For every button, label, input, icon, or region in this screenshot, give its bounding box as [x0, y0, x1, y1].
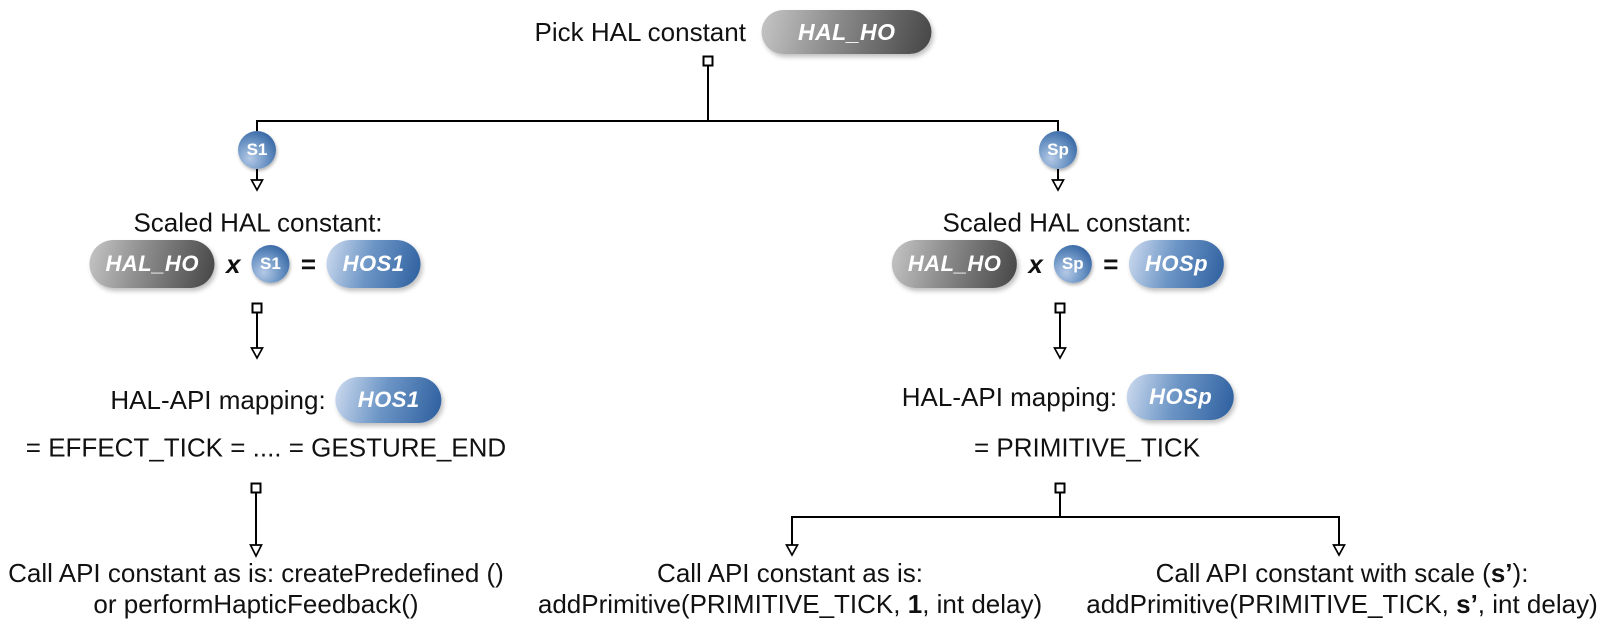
arrow-icon — [785, 544, 799, 557]
equals-operator: = — [300, 248, 316, 279]
mapping-label: HAL-API mapping: — [901, 381, 1118, 412]
left-scale-arrow — [250, 169, 264, 192]
call-line1: Call API constant as is: createPredefine… — [8, 558, 504, 588]
call-line2: or performHapticFeedback() — [93, 589, 419, 619]
scale-badge-sp: Sp — [1039, 131, 1077, 169]
right-scale-arrow — [1051, 169, 1065, 192]
right-equation-row: HAL_HO x Sp = HOSp — [891, 240, 1225, 288]
right-mapping-row: HAL-API mapping: HOSp — [901, 374, 1235, 420]
call-line2: addPrimitive(PRIMITIVE_TICK, 1, int dela… — [538, 589, 1042, 620]
scaled-constant-pill: HOS1 — [335, 377, 442, 423]
root-row: Pick HAL constant HAL_HO — [534, 10, 932, 54]
scale-badge-s1: S1 — [238, 131, 276, 169]
text-suffix: ): — [1512, 558, 1529, 588]
call-as-is-block: Call API constant as is: addPrimitive(PR… — [538, 558, 1042, 620]
left-mapping-equation: = EFFECT_TICK = .... = GESTURE_END — [25, 432, 507, 463]
text-emph: s’ — [1490, 558, 1513, 588]
hal-constant-pill: HAL_HO — [891, 240, 1018, 288]
arrow-icon — [1051, 179, 1065, 192]
call-with-scale-block: Call API constant with scale (s’): addPr… — [1086, 558, 1598, 620]
equals-operator: = — [1102, 248, 1118, 279]
call-line2: addPrimitive(PRIMITIVE_TICK, s’, int del… — [1086, 589, 1598, 620]
mapping-label: HAL-API mapping: — [110, 384, 326, 415]
right-scaled-title: Scaled HAL constant: — [942, 207, 1192, 238]
root-connector — [256, 55, 1059, 131]
times-operator: x — [1028, 248, 1043, 279]
right-call-branch-connector — [785, 482, 1346, 557]
arrow-icon — [250, 179, 264, 192]
left-equation-row: HAL_HO x S1 = HOS1 — [89, 240, 421, 288]
times-operator: x — [225, 248, 241, 279]
left-call-connector — [249, 482, 263, 558]
scale-badge-s1: S1 — [251, 245, 290, 283]
arrow-icon — [249, 544, 263, 558]
scaled-constant-pill: HOS1 — [326, 240, 421, 288]
call-predefined-block: Call API constant as is: createPredefine… — [8, 558, 504, 620]
call-line1: Call API constant as is: — [657, 558, 923, 588]
code-emph: s’ — [1456, 589, 1478, 619]
scaled-constant-pill: HOSp — [1127, 374, 1235, 420]
left-scaled-title: Scaled HAL constant: — [133, 207, 383, 238]
arrow-icon — [1053, 347, 1067, 360]
hal-constant-pill: HAL_HO — [89, 240, 215, 288]
root-label: Pick HAL constant — [534, 16, 746, 47]
left-mapping-row: HAL-API mapping: HOS1 — [110, 377, 442, 423]
code-emph: 1 — [907, 589, 923, 619]
code-suffix: , int delay) — [1477, 589, 1598, 619]
code-prefix: addPrimitive(PRIMITIVE_TICK, — [1086, 589, 1457, 619]
branch-line-bottom — [791, 516, 1340, 545]
code-prefix: addPrimitive(PRIMITIVE_TICK, — [537, 589, 908, 619]
code-suffix: , int delay) — [922, 589, 1043, 619]
hal-constant-pill: HAL_HO — [761, 10, 932, 54]
right-equation-connector — [1053, 302, 1067, 360]
scale-badge-sp: Sp — [1053, 245, 1092, 283]
left-equation-connector — [250, 302, 264, 360]
scaled-constant-pill: HOSp — [1128, 240, 1225, 288]
text-prefix: Call API constant with scale ( — [1155, 558, 1491, 588]
arrow-icon — [1332, 544, 1346, 557]
call-line1: Call API constant with scale (s’): — [1086, 558, 1598, 589]
arrow-icon — [250, 347, 264, 360]
right-mapping-equation: = PRIMITIVE_TICK — [973, 432, 1201, 463]
branch-line-top — [256, 120, 1059, 131]
